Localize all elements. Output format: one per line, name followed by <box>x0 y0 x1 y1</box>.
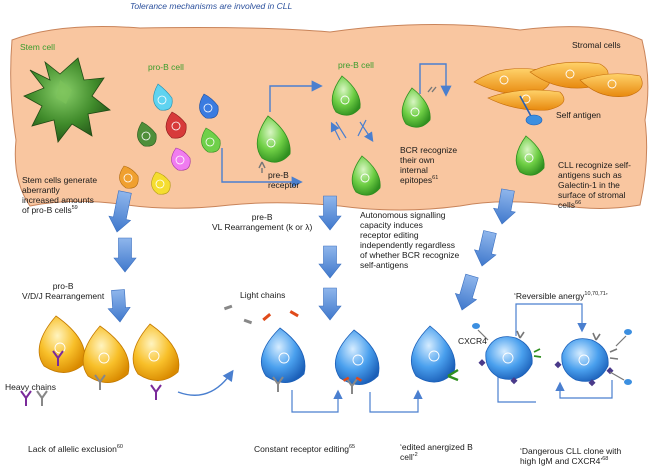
label-light-chains: Light chains <box>240 290 286 300</box>
pro-b-cell-orange <box>119 165 139 189</box>
pro-b-cell-blue <box>199 93 219 119</box>
pro-b-cell-green <box>201 127 221 153</box>
label-pre-b-vl: pre-B VL Rearrangement (k or λ) <box>212 212 313 232</box>
label-lack-allelic: Lack of allelic exclusion60 <box>28 444 123 454</box>
stem-cell-cluster <box>23 57 111 143</box>
cll-clone-left <box>472 323 542 385</box>
heavy-chain-icons <box>20 350 162 406</box>
diagram-title: Tolerance mechanisms are involved in CLL <box>130 1 293 11</box>
label-pre-b-cell: pre-B cell <box>338 60 374 70</box>
label-pro-b-cell: pro-B cell <box>148 62 184 72</box>
pro-b-cell-darkgreen <box>137 121 157 147</box>
label-stem-generate: Stem cells generate aberrantly increased… <box>22 175 98 215</box>
yellow-pro-b-cells <box>38 315 180 383</box>
pre-b-cell-group <box>332 63 452 196</box>
arrow-preb-to-vl <box>318 195 342 231</box>
flow-arrows <box>107 188 516 323</box>
arrow-stem-to-vdj <box>108 190 132 233</box>
light-chain-icons <box>223 304 299 325</box>
label-dangerous-clone: ‘Dangerous CLL clone with high IgM and C… <box>520 446 622 466</box>
pro-b-cell-cluster <box>119 83 221 195</box>
cll-clone-right <box>554 329 632 387</box>
arrow-cll-to-anergy-3 <box>454 273 479 311</box>
cll-clone-cells <box>472 303 632 403</box>
label-pro-b-vdj: pro-B V/D/J Rearrangement <box>22 281 105 301</box>
arrow-cll-to-anergy-2 <box>473 230 497 267</box>
self-antigen-icon <box>525 114 543 126</box>
pro-b-cell-red <box>165 111 187 139</box>
bone-marrow-niche <box>10 23 649 211</box>
pro-b-cell-pink <box>171 147 191 171</box>
label-pre-b-receptor: pre-B receptor <box>268 170 300 190</box>
label-autonomous: Autonomous signalling capacity induces r… <box>360 210 460 270</box>
arrow-cll-to-anergy-1 <box>493 188 516 225</box>
arrow-vdj-down-1 <box>113 237 137 273</box>
label-cxcr4: CXCR4 <box>458 336 487 346</box>
label-reversible-anergy: ‘Reversible anergy10,70,71’ <box>514 291 608 301</box>
stromal-cells <box>473 61 643 176</box>
pre-b-up-connector <box>269 80 323 112</box>
blue-editing-cells <box>261 325 459 413</box>
label-bcr-recognize: BCR recognize their own internal epitope… <box>400 145 458 185</box>
label-edited-anergized: ‘edited anergized B cell’2 <box>400 442 473 462</box>
label-constant-editing: Constant receptor editing65 <box>254 444 356 454</box>
label-stromal-cells: Stromal cells <box>572 40 621 50</box>
pro-b-cell-cyan <box>153 83 173 111</box>
label-stem-cell: Stem cell <box>20 42 55 52</box>
pre-b-receptor-cell <box>256 115 291 173</box>
yellow-to-blue-connector <box>177 369 234 396</box>
arrow-vdj-down-2 <box>107 289 131 323</box>
label-cll-recognize: CLL recognize self- antigens such as Gal… <box>558 160 631 210</box>
arrow-vl-down-2 <box>318 287 342 321</box>
label-self-antigen: Self antigen <box>556 110 601 120</box>
label-heavy-chains: Heavy chains <box>5 382 57 392</box>
pro-b-to-pre-b-connector <box>221 148 303 188</box>
arrow-vl-down-1 <box>318 245 342 279</box>
pro-b-cell-yellow <box>151 171 171 195</box>
